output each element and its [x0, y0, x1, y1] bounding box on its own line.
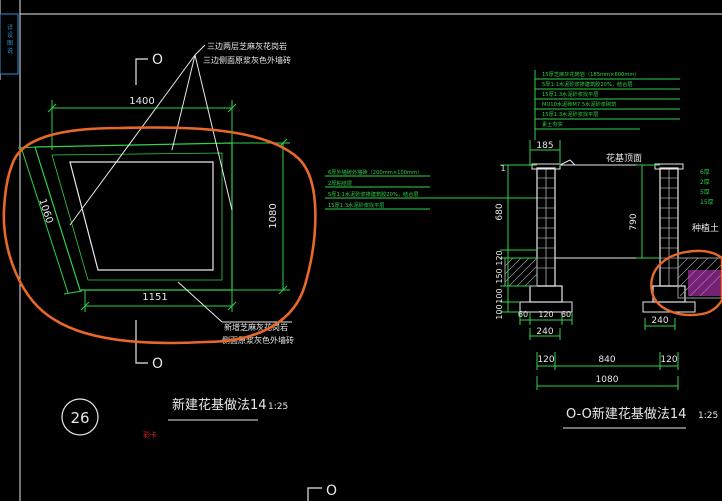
dim-bottom-line — [80, 290, 237, 312]
section-view: 15厚芝麻灰花岗岩（185mm×600mm） 5厚1:1水泥砂浆掺建筑胶20%，结… — [325, 70, 722, 429]
left-layer-note: 15厚1:3水泥砂浆找平层 — [328, 201, 384, 209]
dim-240-lines — [529, 318, 676, 340]
dim-1-label: 1 — [500, 164, 505, 173]
top-layer-note: 15厚芝麻灰花岗岩（185mm×600mm） — [542, 70, 640, 78]
plan-scale: 1:25 — [268, 402, 288, 412]
red-tag: 彩卡 — [143, 430, 157, 439]
left-layer-leader — [325, 175, 538, 210]
top-layer-note: 15厚1:3水泥砂浆找平层 — [542, 90, 598, 98]
left-title-strip: 详 设 图 说 — [0, 13, 19, 75]
left-layer-notes: 6厚外墙砖外墙砖（200mm×100mm） 2厚粘结层 5厚1:1水泥砂浆掺建筑胶2… — [328, 168, 422, 209]
dim-240a-label: 240 — [536, 327, 553, 337]
right-side-notes: 6厚 2厚 5厚 15厚 — [700, 169, 714, 206]
bottom-section-marker — [307, 487, 322, 501]
top-layer-note: 素土夯实 — [542, 120, 563, 128]
dim-120a-label: 120 — [495, 250, 504, 265]
section-scale: 1:25 — [698, 411, 718, 421]
top-layer-note: MU10水泥砖M7.5水泥砂浆砌筑 — [542, 100, 617, 108]
note-bottom-line1: 新增芝麻灰花岗岩 — [224, 322, 288, 332]
section-marker-bottom-label: O — [152, 356, 163, 372]
leader-lines-top — [69, 44, 233, 226]
dim-100b-label: 100 — [495, 304, 504, 319]
orange-circle-annotation-left — [2, 126, 317, 345]
right-layer-note: 5厚 — [700, 189, 710, 196]
top-layer-note: 15厚1:3水泥砂浆找平层 — [542, 110, 598, 118]
dim-790-line — [636, 164, 660, 259]
bottom-marker-label: O — [326, 483, 337, 499]
right-layer-note: 15厚 — [700, 199, 714, 206]
left-layer-note: 5厚1:1水泥砂浆掺建筑胶20%，结合层 — [328, 190, 419, 198]
dim-diag-line — [17, 146, 83, 295]
plan-title: 新建花基做法14 — [172, 397, 267, 413]
dim-60a-label: 60 — [518, 310, 528, 319]
dim-right-line — [232, 138, 290, 295]
detail-number: 26 — [70, 409, 89, 427]
dim-185-label: 185 — [536, 141, 553, 151]
section-marker-bottom — [135, 320, 148, 364]
planter-top-label: 花基顶面 — [606, 152, 642, 164]
section-marker-top — [135, 58, 148, 85]
plan-mid-outline — [51, 152, 223, 281]
section-title: O-O新建花基做法14 — [566, 406, 686, 422]
left-wall — [519, 163, 573, 313]
note-top-line1: 三边两层芝麻灰花岗岩 — [207, 41, 287, 51]
detail-number-circle — [61, 398, 99, 436]
detail-callout: 26 新建花基做法14 1:25 彩卡 — [61, 397, 288, 439]
section-marker-top-label: O — [152, 52, 163, 68]
plan-inner-outline — [69, 161, 214, 271]
dim-row1-line — [519, 312, 573, 325]
dim-row3-line — [536, 352, 679, 390]
dim-120c-label: 120 — [537, 355, 554, 365]
dim-680-label: 680 — [495, 203, 505, 220]
left-layer-note: 6厚外墙砖外墙砖（200mm×100mm） — [328, 168, 422, 176]
dim-120d-label: 120 — [660, 355, 677, 365]
dim-150-label: 150 — [495, 268, 504, 283]
right-layer-note: 2厚 — [700, 179, 710, 186]
dim-120b-label: 120 — [538, 310, 553, 319]
left-layer-note: 2厚粘结层 — [328, 179, 352, 187]
dim-top-label: 1400 — [129, 96, 154, 107]
top-layer-leader — [534, 70, 680, 140]
plan-view: 1400 1080 1060 1151 O — [2, 41, 317, 372]
left-strip-text: 详 设 图 说 — [6, 23, 13, 55]
right-ground-hatch — [677, 257, 722, 299]
dim-bottom-label: 1151 — [142, 292, 167, 303]
dim-right-label: 1080 — [268, 203, 279, 228]
soil-label: 种植土 — [692, 222, 719, 234]
dim-60b-label: 60 — [561, 310, 571, 319]
dim-790-label: 790 — [629, 213, 639, 230]
planter-top-arrow — [559, 159, 576, 166]
note-bottom-line2: 侧面原浆灰色外墙砖 — [222, 335, 294, 345]
orange-circle-annotation-right — [650, 249, 722, 317]
top-layer-notes: 15厚芝麻灰花岗岩（185mm×600mm） 5厚1:1水泥砂浆掺建筑胶20%，结… — [542, 70, 640, 128]
dim-top-line — [47, 100, 237, 150]
top-layer-note: 5厚1:1水泥砂浆掺建筑胶20%，结合层 — [542, 80, 633, 88]
dim-185-line — [529, 140, 561, 166]
dim-1080-label: 1080 — [596, 375, 619, 385]
dim-840-label: 840 — [598, 355, 615, 365]
right-layer-note: 6厚 — [700, 169, 710, 176]
dim-100a-label: 100 — [495, 288, 504, 303]
dim-left-vertical — [500, 164, 537, 313]
right-wall — [642, 163, 696, 313]
note-top-line2: 三边侧面原浆灰色外墙砖 — [203, 55, 291, 65]
dim-240b-label: 240 — [651, 316, 668, 326]
